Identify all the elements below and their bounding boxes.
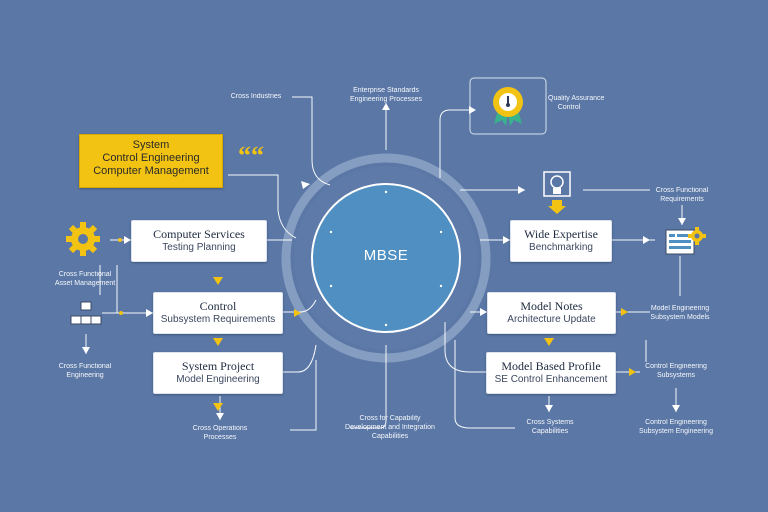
- label-bottom-center: Cross for Capability Development and Int…: [344, 414, 436, 441]
- label-right-mid: Model Engineering Subsystem Models: [648, 304, 712, 322]
- label-line: Requirements: [660, 196, 704, 203]
- label-line: Enterprise Standards: [353, 87, 419, 94]
- box-model-based-profile[interactable]: Model Based Profile SE Control Enhanceme…: [486, 352, 616, 394]
- box-subtitle: Architecture Update: [507, 314, 596, 325]
- label-bottom-right: Control Engineering Subsystem Engineerin…: [636, 418, 716, 436]
- label-line: Cross Operations: [192, 425, 248, 432]
- box-title: Computer Services: [153, 227, 245, 241]
- label-line: Subsystem Engineering: [639, 428, 713, 435]
- label-line: Asset Management: [54, 280, 116, 287]
- box-wide-expertise[interactable]: Wide Expertise Benchmarking: [510, 220, 612, 262]
- callout-line-2: Control Engineering: [102, 152, 200, 164]
- label-line: Engineering Processes: [350, 96, 422, 103]
- label-left-gear: Cross Functional Asset Management: [52, 270, 118, 288]
- label-line: Cross Systems: [526, 419, 574, 426]
- label-line: Subsystems: [656, 372, 696, 379]
- box-system-project[interactable]: System Project Model Engineering: [153, 352, 283, 394]
- label-line: Quality Assurance: [548, 95, 605, 102]
- box-title: System Project: [181, 359, 255, 373]
- quote-glyph: ““: [238, 141, 264, 170]
- label-line: Cross for Capability: [359, 415, 421, 422]
- label-line: Capabilities: [371, 433, 409, 440]
- label-line: Engineering: [66, 372, 104, 379]
- label-line: Cross Functional: [655, 187, 709, 194]
- label-line: Development and Integration: [345, 424, 435, 431]
- system-callout: System Control Engineering Computer Mana…: [79, 134, 223, 188]
- label-right-upper: Cross Functional Requirements: [650, 186, 714, 204]
- hub-label: MBSE: [363, 247, 409, 264]
- label-line: Subsystem Models: [650, 314, 710, 321]
- label-bottom-right-mid: Cross Systems Capabilities: [516, 418, 584, 436]
- callout-line-1: System: [132, 139, 170, 151]
- award-badge-icon: [493, 87, 523, 126]
- trophy-icon: [543, 171, 571, 214]
- label-top-left: Cross Industries: [230, 93, 282, 100]
- box-subtitle: Benchmarking: [529, 242, 593, 253]
- box-subtitle: SE Control Enhancement: [494, 374, 608, 385]
- label-line: Control: [557, 104, 581, 111]
- label-line: Capabilities: [531, 428, 569, 435]
- box-title: Control: [199, 299, 237, 313]
- label-line: Processes: [203, 434, 237, 441]
- label-line: Control Engineering: [645, 419, 707, 426]
- label-line: Model Engineering: [650, 305, 710, 312]
- label-top-center: Enterprise Standards Engineering Process…: [340, 86, 432, 104]
- dashboard-gear-icon: [665, 227, 706, 255]
- box-control[interactable]: Control Subsystem Requirements: [153, 292, 283, 334]
- label-line: Control Engineering: [645, 363, 707, 370]
- label-left-lower: Cross Functional Engineering: [52, 362, 118, 380]
- label-line: Cross Functional: [58, 363, 112, 370]
- gear-icon: [66, 222, 100, 256]
- box-subtitle: Subsystem Requirements: [160, 314, 276, 325]
- callout-line-3: Computer Management: [93, 165, 209, 177]
- label-right-lower: Control Engineering Subsystems: [644, 362, 708, 380]
- network-blocks-icon: [70, 301, 102, 325]
- label-line: Cross Functional: [58, 271, 112, 278]
- box-title: Model Notes: [520, 299, 583, 313]
- box-subtitle: Model Engineering: [176, 374, 260, 385]
- box-subtitle: Testing Planning: [162, 242, 236, 253]
- label-top-right: Quality Assurance Control: [548, 94, 605, 112]
- box-model-notes[interactable]: Model Notes Architecture Update: [487, 292, 616, 334]
- box-title: Wide Expertise: [524, 227, 598, 241]
- label-bottom-left: Cross Operations Processes: [186, 424, 254, 442]
- box-computer-services[interactable]: Computer Services Testing Planning: [131, 220, 267, 262]
- box-title: Model Based Profile: [501, 359, 601, 373]
